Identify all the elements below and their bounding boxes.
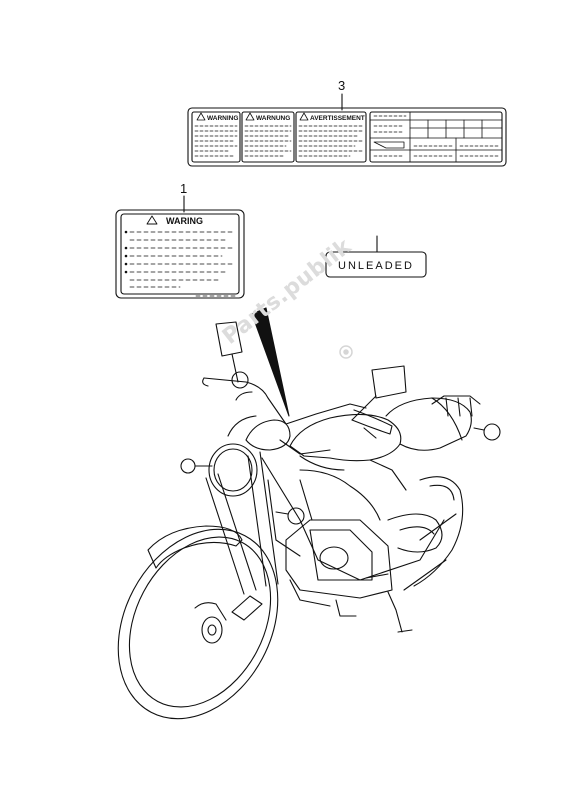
motorcycle-illustration <box>117 321 501 720</box>
label-3-warning-heading: WARNING <box>207 115 238 122</box>
callout-number-3: 3 <box>338 78 346 93</box>
label-3-warning-plate[interactable] <box>187 107 507 167</box>
warning-triangle-icon <box>196 112 206 121</box>
warning-triangle-icon <box>299 112 309 121</box>
warning-triangle-icon <box>245 112 255 121</box>
unleaded-label-text: UNLEADED <box>338 260 414 272</box>
label-3-avertissement-heading: AVERTISSEMENT <box>310 115 365 122</box>
watermark-logo-icon <box>339 345 353 359</box>
unleaded-label-plate[interactable] <box>325 251 427 278</box>
label-3-warnung-heading: WARNUNG <box>256 115 290 122</box>
warning-triangle-icon <box>146 215 158 225</box>
label-1-title: WARING <box>166 216 203 226</box>
label-1-waring-plate[interactable] <box>115 209 245 299</box>
callout-number-1: 1 <box>180 181 188 196</box>
pointer-arrow-icon <box>251 307 290 417</box>
